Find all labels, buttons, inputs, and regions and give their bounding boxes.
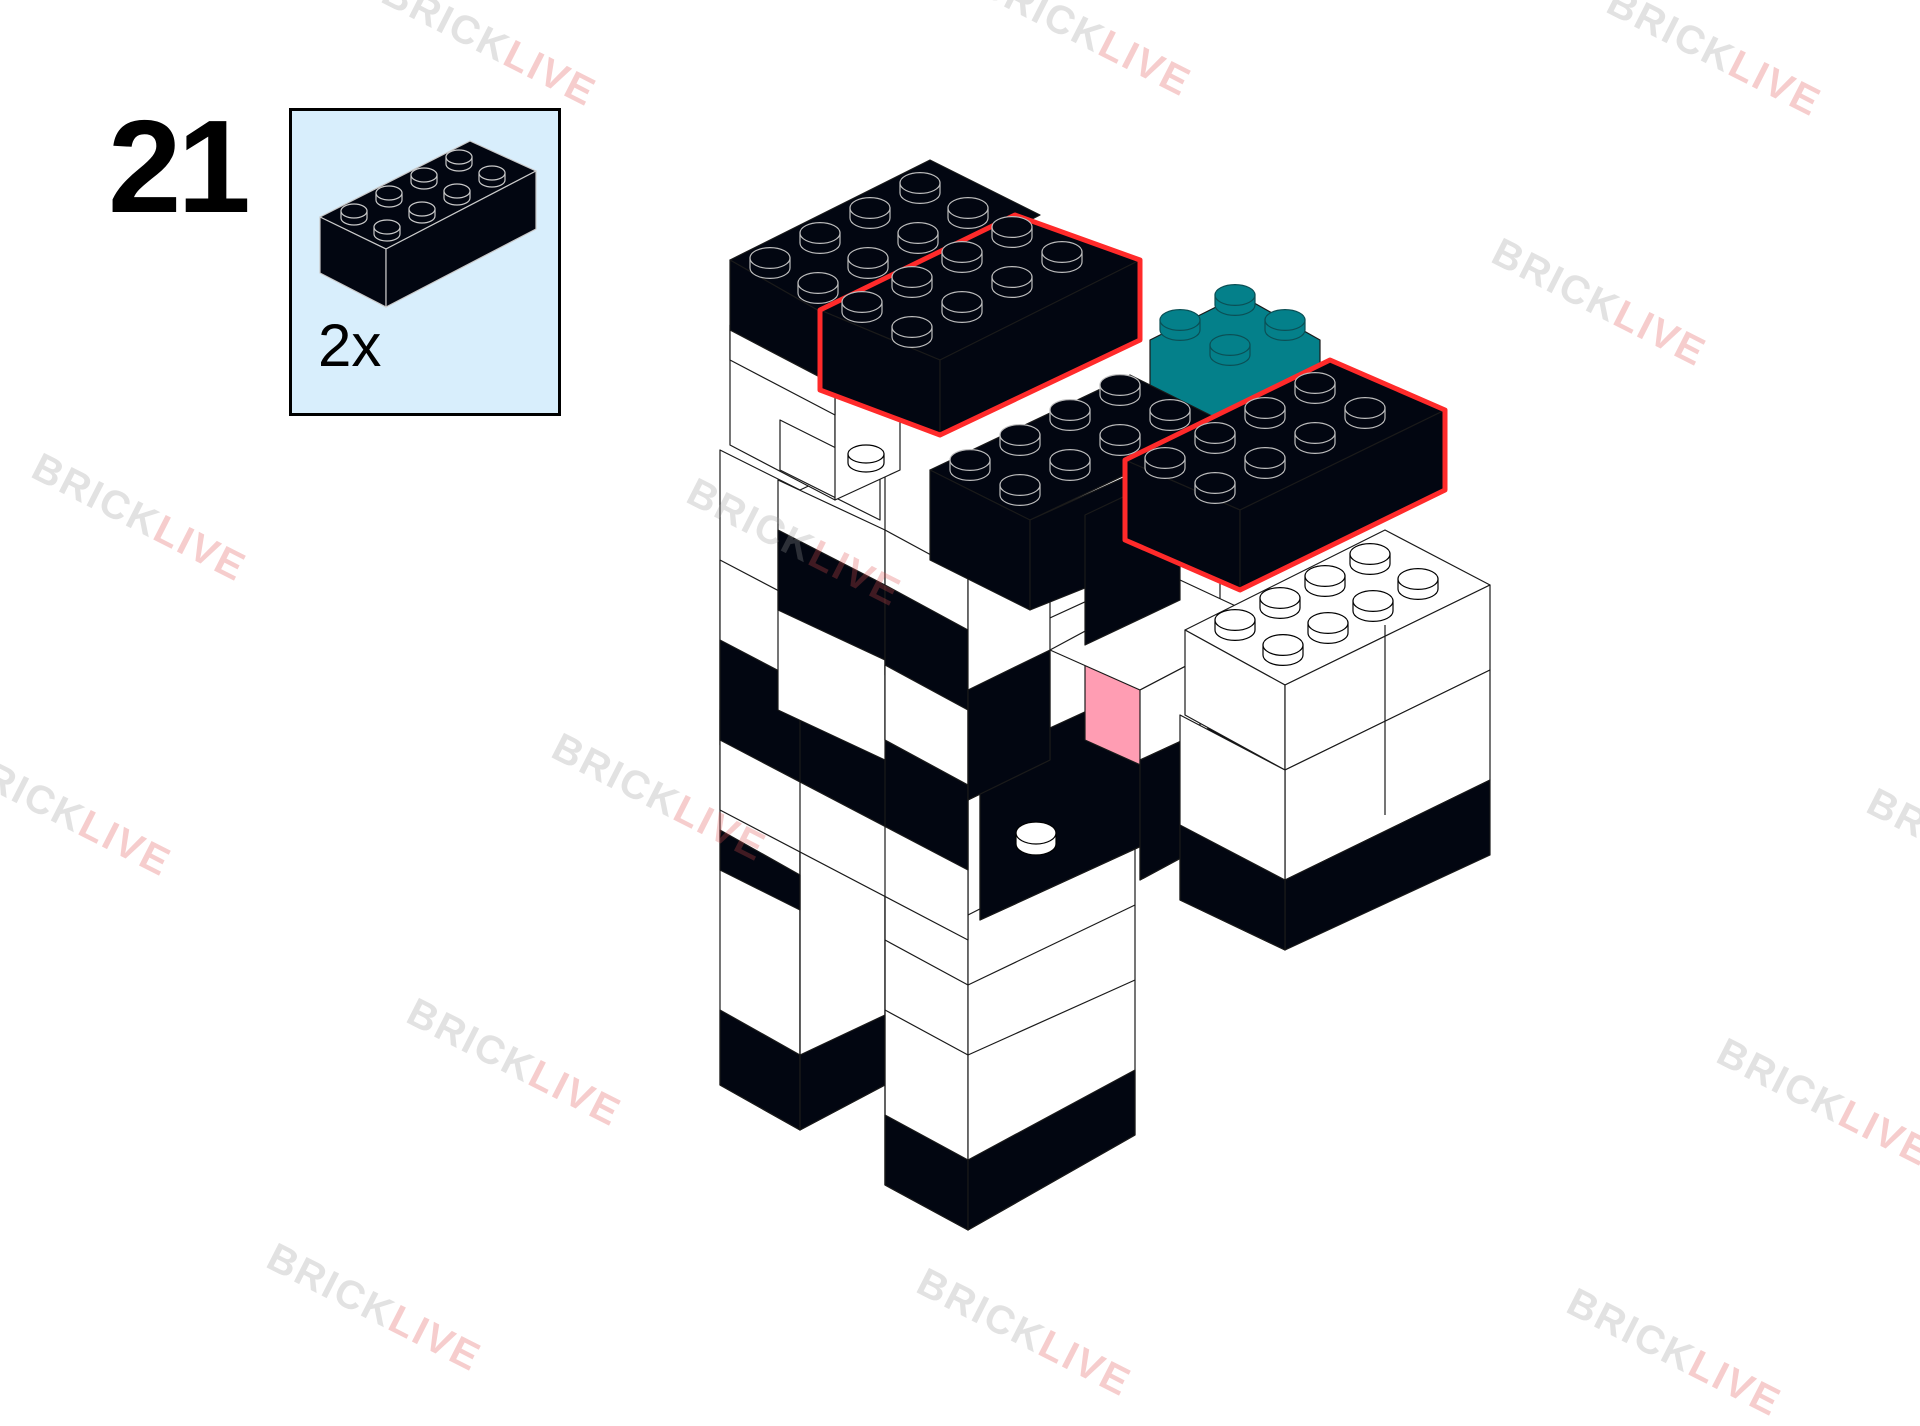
stud xyxy=(408,201,436,224)
stud xyxy=(410,167,438,190)
stud xyxy=(847,247,889,279)
stud xyxy=(849,197,891,229)
stud xyxy=(1349,542,1391,575)
stud xyxy=(1264,309,1306,341)
stud xyxy=(1344,397,1386,429)
stud xyxy=(340,203,368,226)
step-number: 21 xyxy=(108,93,251,240)
stud xyxy=(1244,447,1286,479)
stud xyxy=(445,149,473,172)
stud xyxy=(1214,284,1256,316)
stud xyxy=(443,183,471,206)
new-brick-highlight-2 xyxy=(1122,357,1448,593)
brick-2x4-icon xyxy=(319,140,537,308)
stud xyxy=(749,247,791,279)
stud xyxy=(1159,309,1201,341)
stud xyxy=(1214,608,1256,641)
stud xyxy=(1304,564,1346,597)
stud xyxy=(1244,397,1286,429)
stud xyxy=(999,474,1041,506)
stud xyxy=(949,449,991,481)
stud xyxy=(941,241,983,273)
stud xyxy=(891,266,933,298)
stud xyxy=(841,291,883,323)
stud xyxy=(847,444,885,473)
stud xyxy=(1397,567,1439,600)
new-brick-highlight-1 xyxy=(817,212,1143,438)
stud xyxy=(373,219,401,242)
stud xyxy=(1099,424,1141,456)
parts-callout: 2x xyxy=(289,108,561,416)
stud xyxy=(478,165,506,188)
stud xyxy=(999,424,1041,456)
zebra-model-illustration xyxy=(719,159,1491,1231)
stud xyxy=(1294,372,1336,404)
stud xyxy=(1259,586,1301,619)
stud xyxy=(1099,374,1141,406)
stud xyxy=(799,222,841,254)
stud xyxy=(899,172,941,204)
part-quantity: 2x xyxy=(318,312,382,379)
stud xyxy=(1144,447,1186,479)
stud xyxy=(1352,589,1394,622)
stud xyxy=(1149,399,1191,431)
stud xyxy=(375,185,403,208)
stud xyxy=(1294,422,1336,454)
stud xyxy=(941,291,983,323)
stud xyxy=(1015,821,1057,856)
stud xyxy=(1307,611,1349,644)
stud xyxy=(991,216,1033,248)
stud xyxy=(1262,633,1304,666)
stud xyxy=(1049,399,1091,431)
stud xyxy=(891,316,933,348)
stud xyxy=(991,266,1033,298)
stud xyxy=(1041,241,1083,273)
stud xyxy=(797,272,839,304)
stud xyxy=(1209,334,1251,366)
stud xyxy=(1194,472,1236,504)
stud xyxy=(947,197,989,229)
stud xyxy=(897,222,939,254)
stud xyxy=(1049,449,1091,481)
stud xyxy=(1194,422,1236,454)
